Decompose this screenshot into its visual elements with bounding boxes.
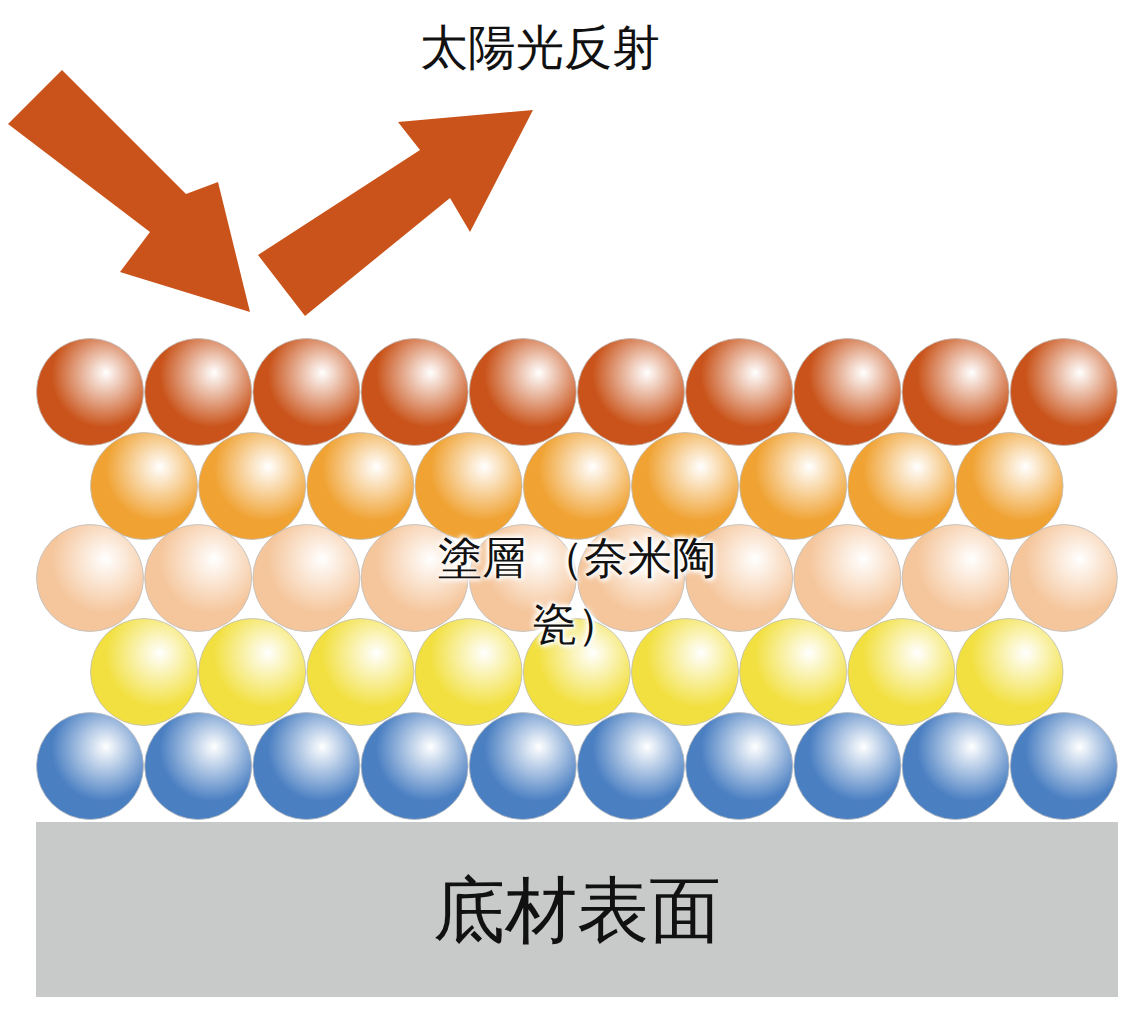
nano-particle (632, 619, 739, 726)
title-label: 太陽光反射 (420, 16, 660, 80)
nano-particle (902, 339, 1009, 446)
nano-particle (469, 713, 576, 820)
nano-particle (253, 339, 360, 446)
nano-particle (578, 713, 685, 820)
incoming-light-arrow (8, 70, 250, 312)
nano-particle (361, 713, 468, 820)
nano-particle (578, 339, 685, 446)
nano-particle (686, 713, 793, 820)
nano-particle (740, 619, 847, 726)
nano-particle (1010, 525, 1117, 632)
nano-particle (686, 339, 793, 446)
coating-region: 塗層 （奈米陶瓷） (36, 338, 1118, 820)
sphere-layers (37, 339, 1118, 820)
nano-particle (37, 339, 144, 446)
nano-particle (794, 339, 901, 446)
nano-particle (956, 433, 1063, 540)
nano-particle (848, 433, 955, 540)
nano-particle (253, 525, 360, 632)
coating-label: 塗層 （奈米陶瓷） (422, 525, 732, 657)
nano-particle (902, 525, 1009, 632)
nano-particle (37, 713, 144, 820)
nano-particle (1010, 713, 1117, 820)
nano-particle (145, 713, 252, 820)
nano-particle (794, 713, 901, 820)
nano-particle (199, 619, 306, 726)
substrate-label: 底材表面 (433, 856, 721, 964)
nano-particle (740, 433, 847, 540)
nano-particle (199, 433, 306, 540)
reflected-light-arrow (258, 110, 533, 316)
substrate-surface: 底材表面 (36, 822, 1118, 997)
nano-particle (1010, 339, 1117, 446)
nano-particle (848, 619, 955, 726)
nano-particle (37, 525, 144, 632)
nano-particle (469, 339, 576, 446)
nano-particle (253, 713, 360, 820)
nano-particle (91, 619, 198, 726)
nano-particle (145, 339, 252, 446)
nano-particle (523, 433, 630, 540)
nano-particle (307, 619, 414, 726)
nano-particle (91, 433, 198, 540)
nano-particle (902, 713, 1009, 820)
nano-particle (415, 433, 522, 540)
nano-particle (794, 525, 901, 632)
nano-particle (145, 525, 252, 632)
substrate-band (36, 822, 1118, 997)
nano-particle (415, 619, 522, 726)
nano-particle (307, 433, 414, 540)
nano-particle (361, 339, 468, 446)
nano-particle (632, 433, 739, 540)
nano-particle (956, 619, 1063, 726)
